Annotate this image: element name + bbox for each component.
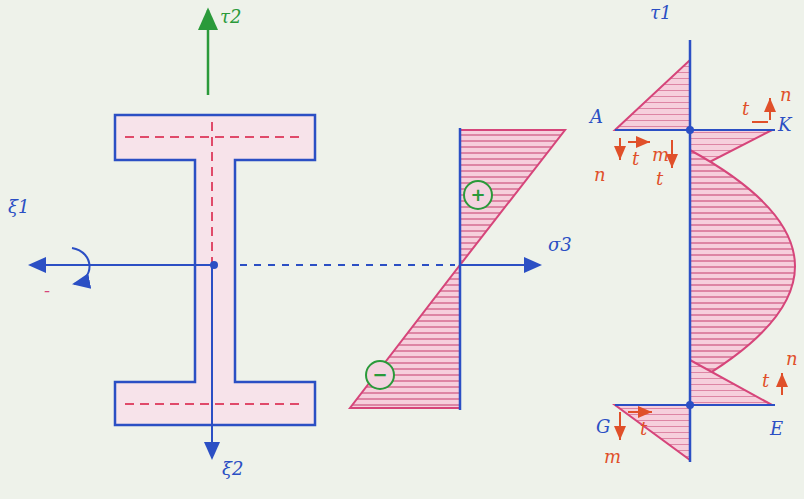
sign-circle: − (365, 360, 395, 390)
vector-label: t (632, 150, 639, 168)
point-label: A (590, 108, 603, 126)
vector-label: n (786, 350, 798, 368)
vector-label: n (594, 166, 606, 184)
vector-label: t (640, 420, 647, 438)
sign-circle: + (463, 180, 493, 210)
axis-label: τ1 (650, 4, 671, 22)
vector-label: t (656, 170, 663, 188)
sign-text: + (470, 186, 485, 204)
axis-label: ξ2 (222, 460, 243, 478)
sign-label: - (44, 282, 50, 300)
axis-label: τ2 (220, 8, 241, 26)
axis-label: σ3 (548, 236, 572, 254)
axis-label: ξ1 (8, 198, 29, 216)
vector-label: t (762, 372, 769, 390)
point-label: E (770, 420, 783, 438)
vector-label: t (742, 100, 749, 118)
vector-label: m (652, 146, 669, 164)
sign-text: − (372, 366, 387, 384)
point-label: K (778, 116, 791, 134)
vector-label: n (780, 86, 792, 104)
point-label: G (596, 418, 610, 436)
vector-label: m (604, 448, 621, 466)
